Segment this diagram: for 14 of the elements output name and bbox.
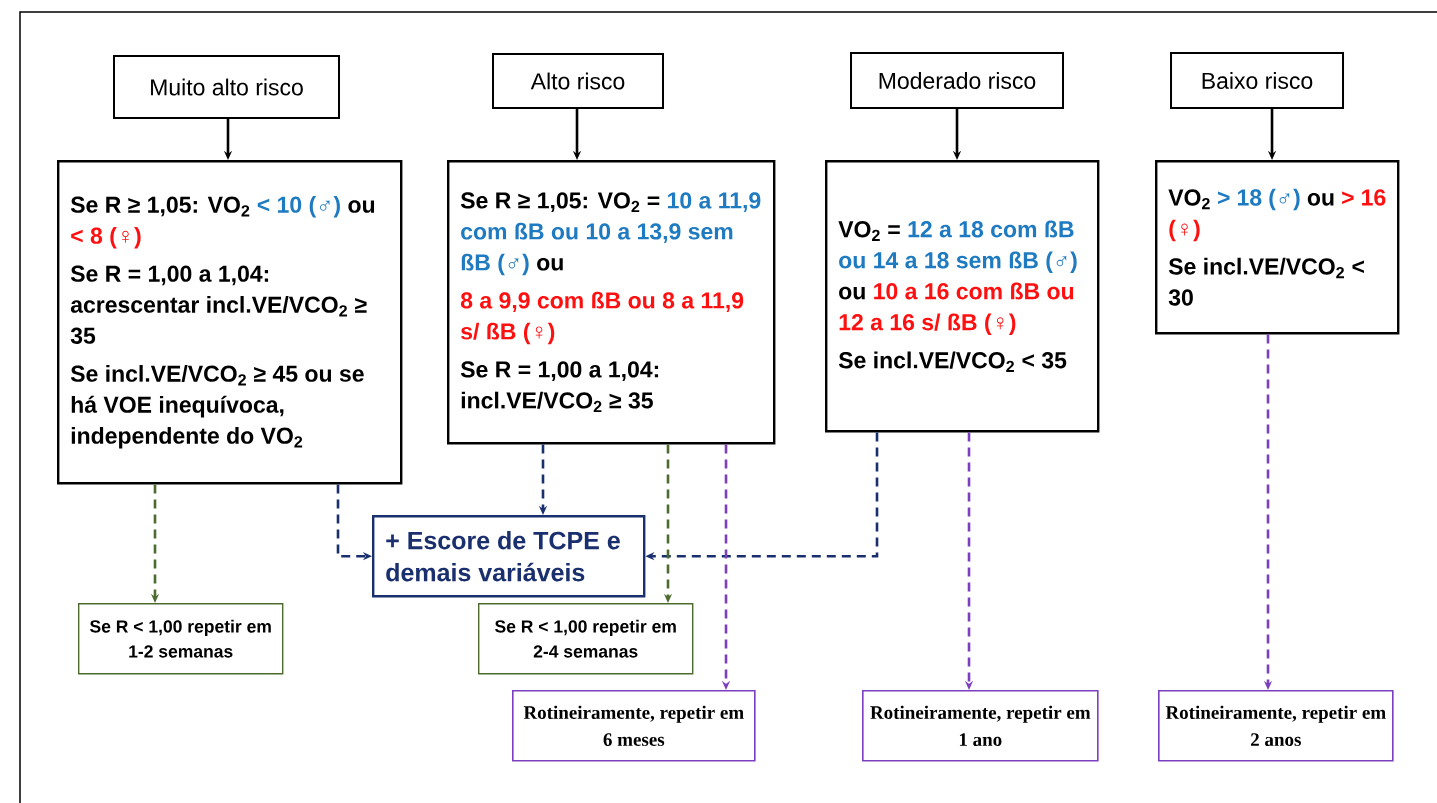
note-box: Rotineiramente, repetir em 6 meses: [512, 690, 756, 762]
header-box: Alto risco: [492, 53, 664, 109]
note-box: Rotineiramente, repetir em 2 anos: [1158, 690, 1394, 762]
note-box: Rotineiramente, repetir em 1 ano: [862, 690, 1099, 762]
criteria-box: VO$_{2}$ = 12 a 18 com ßB ou 14 a 18 sem ßB (♂) ou 10 a 16 com ßB ou 12 a 16 s/ ßB (♀) Se incl.VE/VCO$_{2}$ < 35: [825, 160, 1100, 433]
header-box: Muito alto risco: [113, 55, 340, 119]
criteria-box: Se R ≥ 1,05: VO$_{2}$ = 10 a 11,9 com ßB ou 10 a 13,9 sem ßB (♂) ou 8 a 9,9 com ßB ou 8 a 11,9 s/ ßB (♀) Se R = 1,00 a 1,04: incl.VE/VCO$_{2}$ ≥ 35: [447, 160, 776, 445]
header-box: Moderado risco: [850, 52, 1064, 109]
header-box: Baixo risco: [1170, 52, 1344, 109]
criteria-box: VO$_{2}$ > 18 (♂) ou > 16 (♀) Se incl.VE/VCO$_{2}$ < 30: [1155, 160, 1400, 335]
criteria-box: Se R ≥ 1,05: VO$_{2}$ < 10 (♂) ou < 8 (♀) Se R = 1,00 a 1,04: acrescentar incl.VE/VCO$_{2}$ ≥ 35 Se incl.VE/VCO$_{2}$ ≥ 45 ou se há VOE inequívoca, independente do VO$_{2}$: [57, 160, 403, 485]
note-box: Se R < 1,00 repetir em 2-4 semanas: [478, 603, 694, 675]
score-box: + Escore de TCPE e demais variáveis: [372, 515, 646, 598]
note-box: Se R < 1,00 repetir em 1-2 semanas: [78, 603, 284, 675]
